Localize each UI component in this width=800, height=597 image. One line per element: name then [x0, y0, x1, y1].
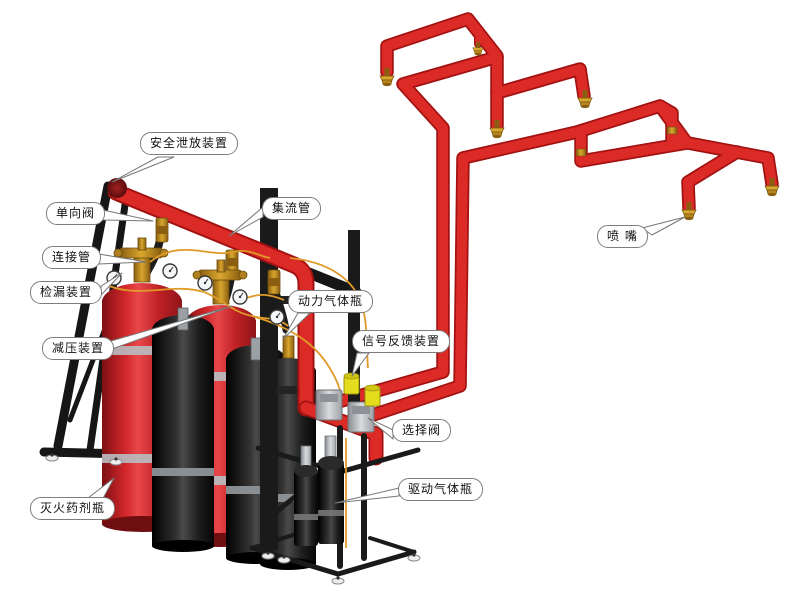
label-manifold: 集流管: [262, 197, 322, 220]
label-connecting-pipe: 连接管: [42, 246, 102, 269]
label-pressure-reducing-device: 减压装置: [42, 337, 115, 360]
driving-gas-cylinders: [294, 435, 347, 548]
label-agent-cylinder: 灭火药剂瓶: [30, 497, 116, 520]
label-signal-feedback-device: 信号反馈装置: [352, 330, 451, 353]
pipe-union: [575, 148, 587, 157]
selector-valves: [315, 389, 375, 433]
label-driving-gas-cylinder: 驱动气体瓶: [398, 478, 484, 501]
label-safety-relief-device: 安全泄放装置: [140, 132, 239, 155]
safety-relief-cap: [107, 178, 127, 198]
left-pipe-network: [331, 12, 591, 409]
label-leak-detection-device: 检漏装置: [30, 281, 103, 304]
pipe-bracket: [277, 386, 301, 394]
power-gas-cylinder-black-1: [152, 307, 214, 552]
label-nozzle: 喷 嘴: [597, 225, 648, 248]
label-power-gas-cylinder: 动力气体瓶: [288, 290, 374, 313]
pipe-union: [666, 126, 678, 135]
frame-post: [260, 188, 278, 550]
right-pipe-network: [363, 99, 779, 423]
label-selector-valve: 选择阀: [392, 419, 452, 442]
label-check-valve: 单向阀: [46, 202, 106, 225]
signal-feedback-devices: [343, 372, 381, 407]
